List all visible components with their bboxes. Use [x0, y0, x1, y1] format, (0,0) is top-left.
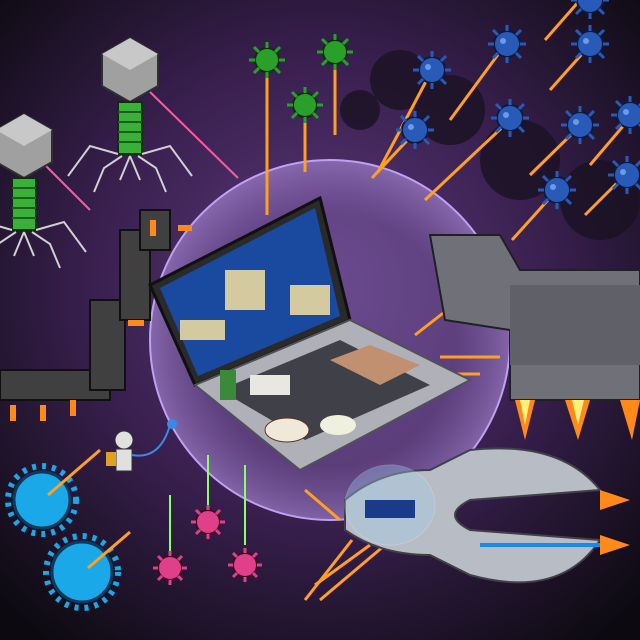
spaceship: [344, 447, 630, 584]
rocket-fortress: [428, 234, 640, 440]
laptop: [148, 195, 473, 472]
cyan-viruses: [5, 448, 131, 611]
astronaut: [106, 419, 177, 472]
robotic-arm: [0, 209, 192, 421]
pink-lasers: [44, 91, 239, 211]
